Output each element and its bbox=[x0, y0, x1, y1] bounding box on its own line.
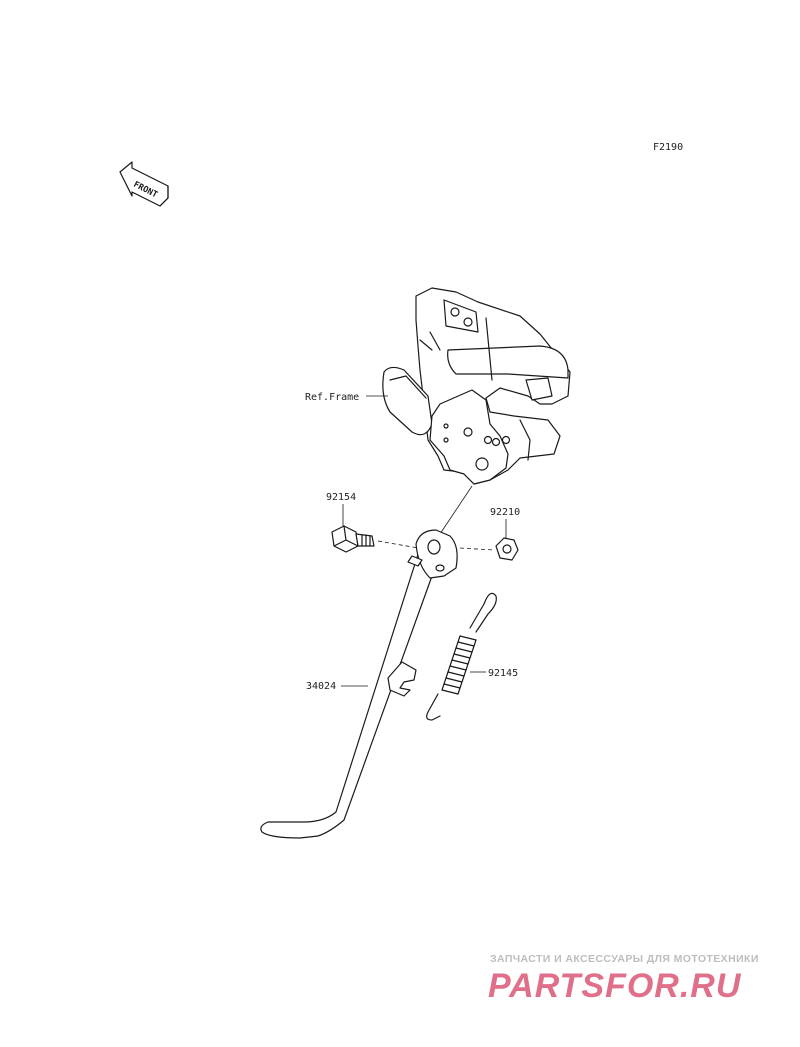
bolt-92154 bbox=[331, 525, 375, 553]
diagram-code: F2190 bbox=[653, 142, 683, 153]
ref-frame-bracket bbox=[382, 287, 571, 485]
ref-frame-label: Ref.Frame bbox=[305, 392, 359, 403]
pivot-center-line bbox=[439, 485, 473, 535]
nut-axis-line bbox=[459, 547, 495, 551]
bolt-axis-line bbox=[377, 540, 419, 549]
front-arrow-icon: FRONT bbox=[119, 161, 169, 207]
nut-92210 bbox=[495, 537, 519, 561]
bolt-label: 92154 bbox=[326, 492, 356, 503]
nut-label: 92210 bbox=[490, 507, 520, 518]
watermark-brand: PARTSFOR.RU bbox=[488, 967, 742, 1005]
spring-label: 92145 bbox=[488, 668, 518, 679]
side-stand-34024 bbox=[260, 529, 458, 839]
watermark-tagline: ЗАПЧАСТИ И АКСЕССУАРЫ ДЛЯ МОТОТЕХНИКИ bbox=[490, 953, 759, 965]
stand-label: 34024 bbox=[306, 681, 336, 692]
spring-92145 bbox=[426, 592, 497, 721]
